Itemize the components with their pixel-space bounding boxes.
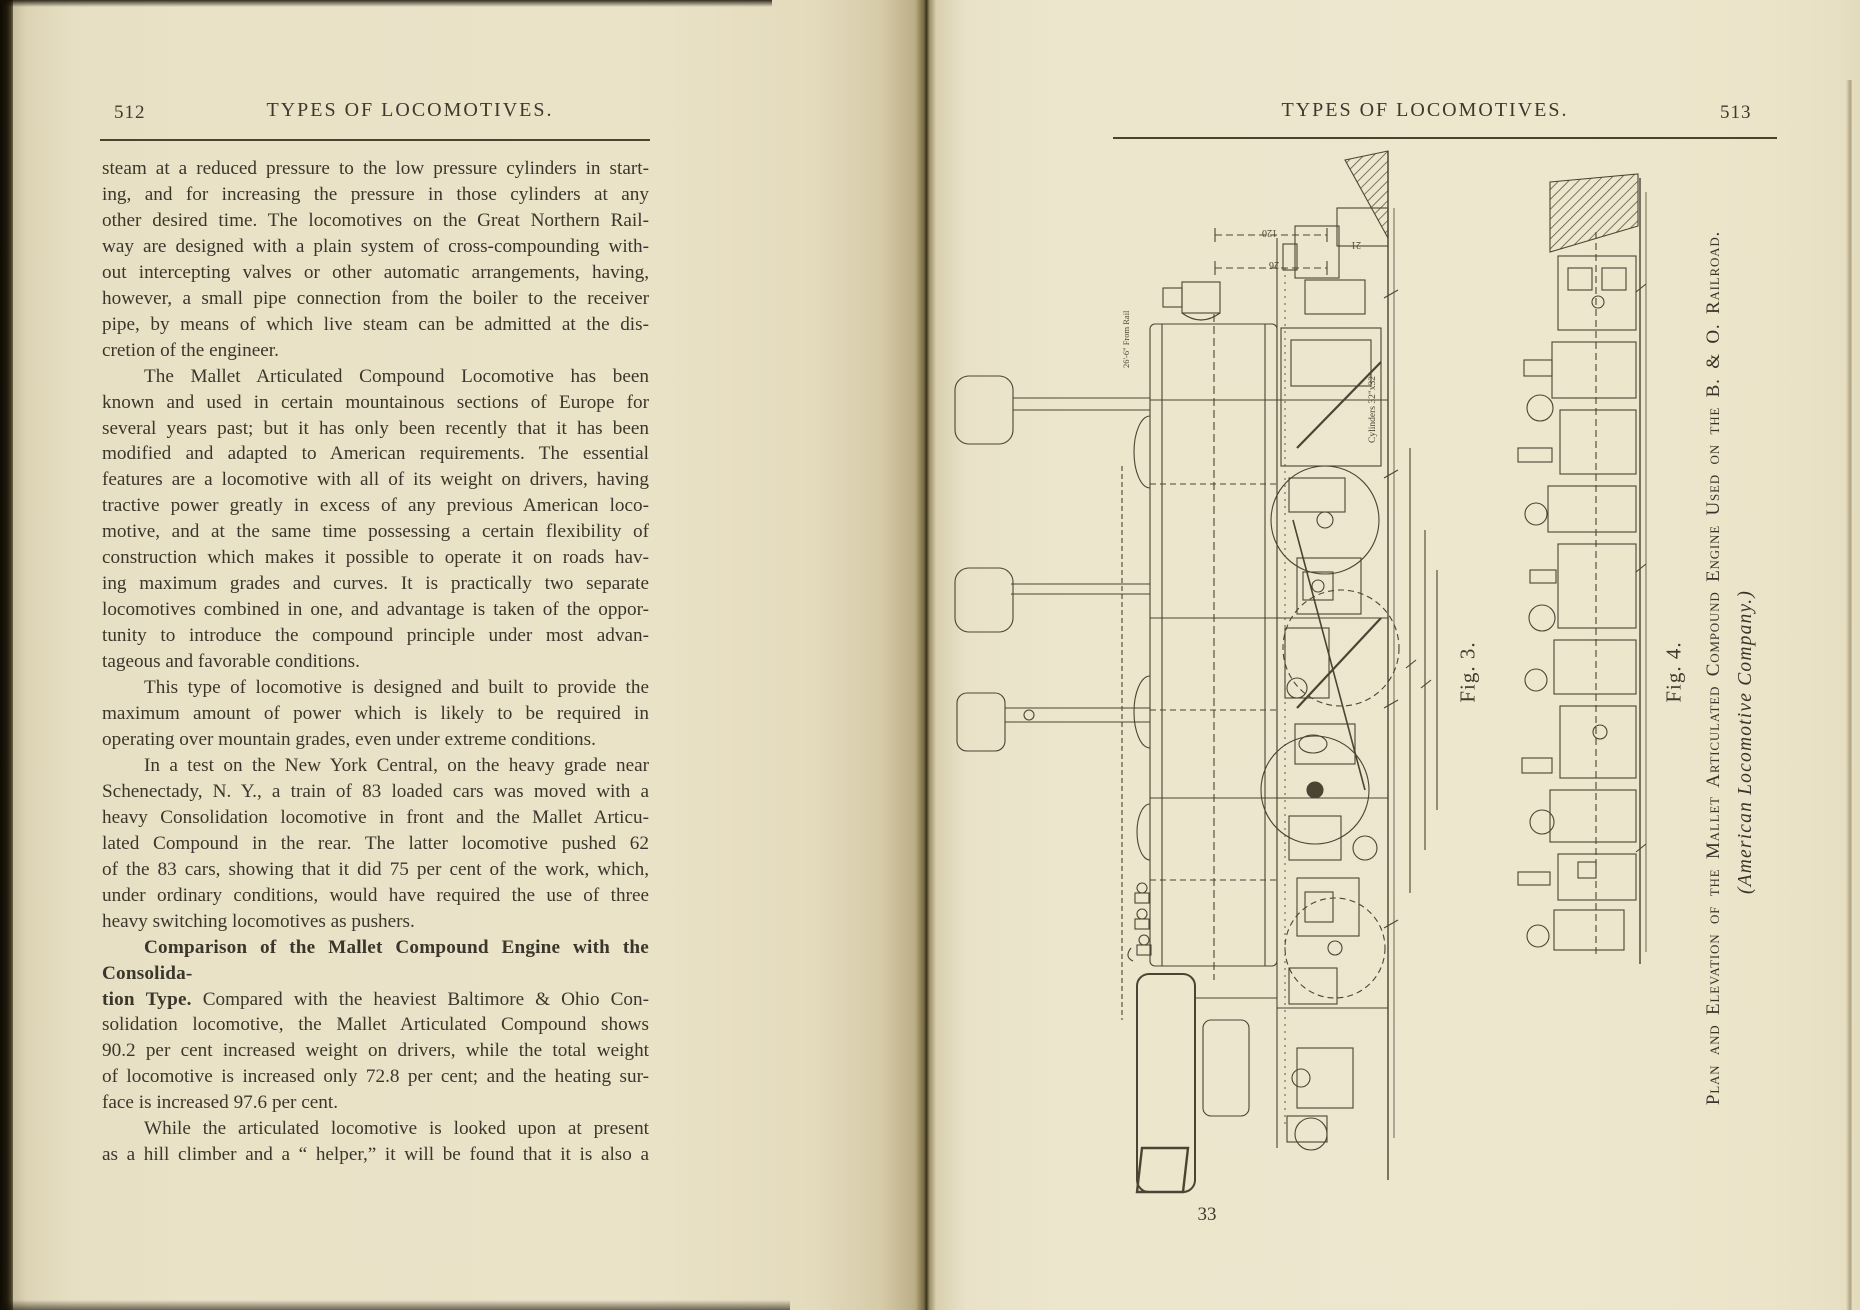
text-line: While the articulated locomotive is look… [144,1118,649,1140]
text-line: ing maximum grades and curves. It is pra… [102,573,649,595]
cylinders-label: Cylinders 32"x32" [1368,372,1378,443]
text-line: of locomotive is increased only 72.8 per… [102,1066,649,1088]
text-line: other desired time. The locomotives on t… [102,209,649,231]
running-head-right: TYPES OF LOCOMOTIVES. [1281,99,1569,121]
scan-top-edge [0,0,772,7]
dim-label-120: 120 [1262,227,1277,238]
text-line: steam at a reduced pressure to the low p… [102,158,649,179]
text-line: however, a small pipe connection from th… [102,287,649,309]
text-line: modified and adapted to American require… [102,443,649,465]
text-line: tageous and favorable conditions. [102,651,360,673]
fig4-elevation-drawing [1517,173,1647,964]
figure-caption-main: Plan and Elevation of the Mallet Articul… [1703,230,1724,1106]
fig3-label: Fig. 3. [1455,641,1480,703]
gutter-crease [916,0,936,1310]
text-line: Comparison of the Mallet Compound Engine… [102,936,649,984]
text-line: cretion of the engineer. [102,339,279,361]
fig3-plan-drawing: 120 26 21 Cylinders 32"x32" 26'-6" From … [954,150,1438,1194]
page-right [926,0,1860,1310]
text-line: out intercepting valves or other automat… [102,261,649,283]
body-text-block: steam at a reduced pressure to the low p… [102,156,649,1168]
text-line: of the 83 cars, showing that it did 75 p… [102,858,649,880]
text-line: construction which makes it possible to … [102,547,649,569]
text-line: ing, and for increasing the pressure in … [102,183,649,205]
text-line: as a hill climber and a “ helper,” it wi… [102,1144,649,1166]
header-rule-right [1113,137,1777,139]
running-head-left: TYPES OF LOCOMOTIVES. [266,99,554,121]
text-line: In a test on the New York Central, on th… [144,754,649,776]
text-line: maximum amount of power which is likely … [102,703,649,725]
text-line: 90.2 per cent increased weight on driver… [102,1040,649,1062]
text-line: face is increased 97.6 per cent. [102,1092,338,1114]
figure-caption-sub: (American Locomotive Company.) [1735,589,1756,895]
text-line: pipe, by means of which live steam can b… [102,313,649,335]
text-line: The Mallet Articulated Compound Locomoti… [144,365,649,387]
fig4-label: Fig. 4. [1661,641,1686,703]
text-line: Schenectady, N. Y., a train of 83 loaded… [102,780,649,802]
book-binding-edge [0,0,13,1310]
text-line: heavy Consolidation locomotive in front … [102,806,649,828]
text-line: lated Compound in the rear. The latter l… [102,832,649,854]
text-line: This type of locomotive is designed and … [144,677,649,699]
page-left [13,0,926,1310]
text-line: way are designed with a plain system of … [102,235,649,257]
page-number-right: 513 [1720,102,1752,123]
header-rule-left [100,139,650,141]
text-line: known and used in certain mountainous se… [102,391,649,413]
text-line: operating over mountain grades, even und… [102,728,596,750]
text-line: tion Type. Compared with the heaviest Ba… [102,988,649,1010]
page-number-left: 512 [114,102,146,123]
dim-label-21: 21 [1351,239,1361,250]
text-line: heavy switching locomotives as pushers. [102,910,415,932]
dim-label-26: 26 [1269,259,1279,270]
text-line: motive, and at the same time possessing … [102,521,649,543]
text-line: solidation locomotive, the Mallet Articu… [102,1014,649,1036]
from-rail-label: 26'-6" From Rail [1121,310,1131,368]
page-edge-line [1846,80,1852,1310]
text-line: tractive power greatly in excess of any … [102,495,649,517]
text-line: tunity to introduce the compound princip… [102,625,649,647]
text-line: locomotives combined in one, and advanta… [102,599,649,621]
text-line: several years past; but it has only been… [102,417,649,439]
scan-bottom-edge [0,1300,790,1310]
text-line: features are a locomotive with all of it… [102,469,649,491]
signature-mark: 33 [1197,1204,1217,1225]
text-line: under ordinary conditions, would have re… [102,884,649,906]
